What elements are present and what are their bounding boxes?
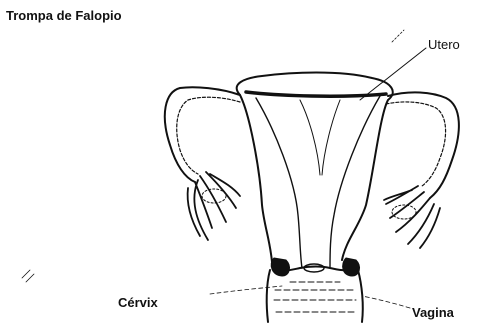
scan-mark: [22, 270, 34, 282]
fallopian-tube-right: [388, 92, 459, 198]
uterine-cavity: [256, 96, 380, 268]
vagina-label: Vagina: [412, 306, 454, 319]
cervix-right-knob: [343, 258, 360, 276]
cervix-os: [304, 264, 324, 272]
cervix-left-knob: [271, 258, 289, 276]
vagina-walls: [267, 270, 363, 322]
fallopian-tube-right-inner: [386, 102, 446, 186]
fallopian-tube-left: [165, 87, 240, 182]
leader-cervix: [210, 286, 282, 294]
vagina-folds: [274, 282, 356, 312]
leader-vagina: [362, 296, 410, 308]
fimbriae-left: [188, 172, 240, 240]
ovary-left: [202, 189, 226, 203]
leader-utero-tick: [392, 30, 404, 42]
cervix-label: Cérvix: [118, 296, 158, 309]
uterus-label: Utero: [428, 38, 460, 51]
fallopian-tube-left-inner: [177, 97, 240, 174]
uterus-outline: [237, 73, 393, 263]
uterine-cavity-inner: [300, 100, 340, 175]
fallopian-tube-label: Trompa de Falopio: [6, 9, 122, 22]
